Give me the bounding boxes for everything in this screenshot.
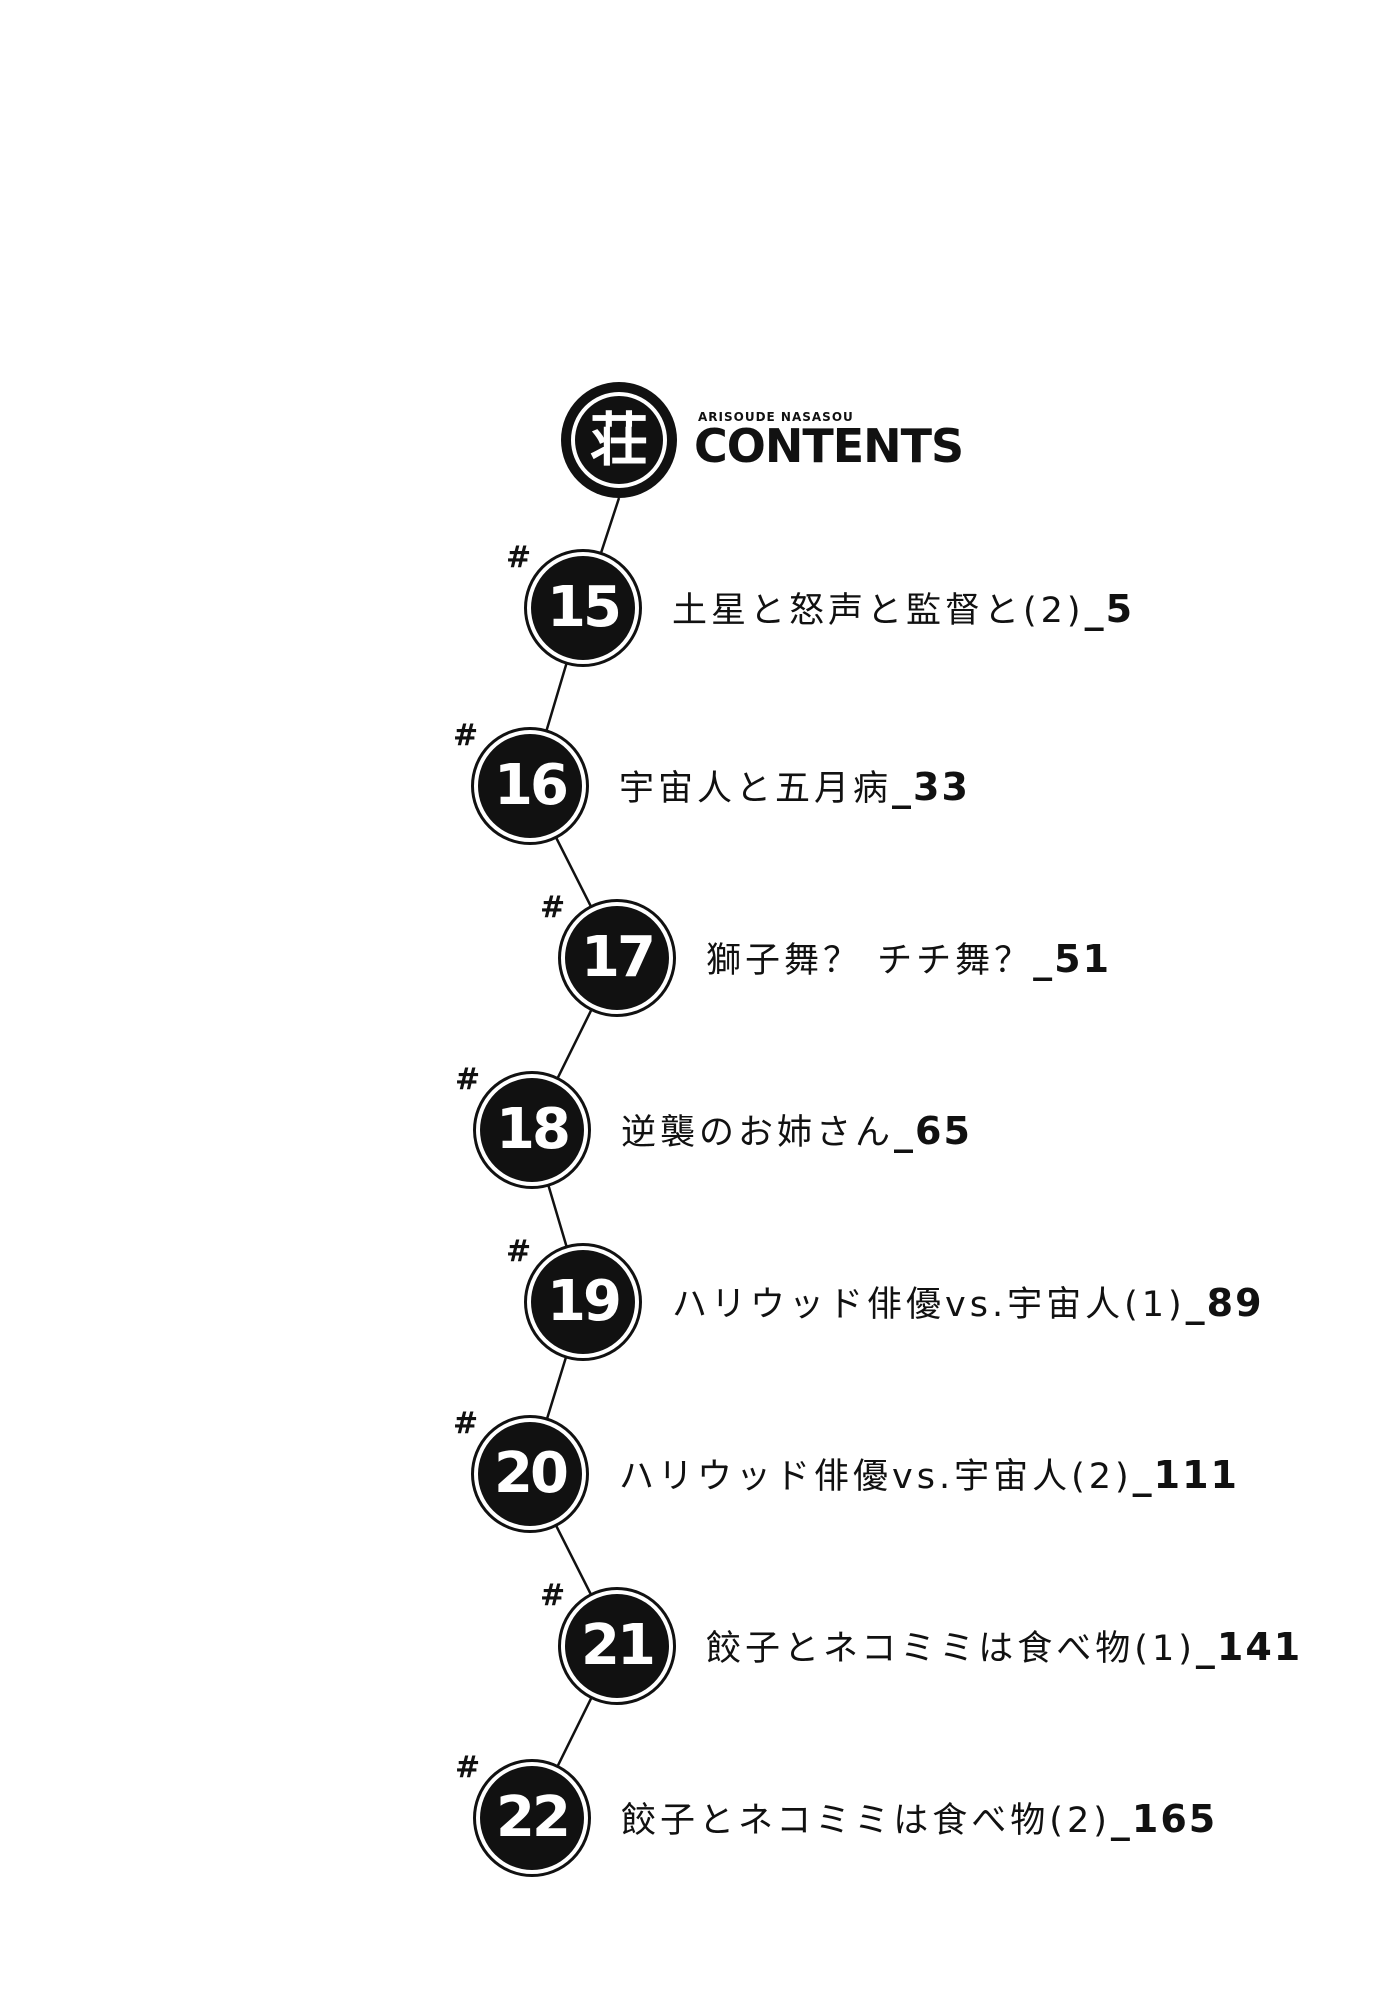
chapter-number: 19 — [531, 1250, 635, 1354]
chapter-number: 17 — [565, 906, 669, 1010]
chapter-title: 餃子とネコミミは食べ物(1) — [706, 1629, 1196, 1669]
chapter-title: ハリウッド俳優vs.宇宙人(1) — [672, 1285, 1186, 1325]
chapter-hash: # — [506, 540, 532, 575]
chapter-title-line: 餃子とネコミミは食べ物(2)_165 — [621, 1795, 1217, 1845]
chapter-hash: # — [540, 890, 566, 925]
contents-subtitle: ARISOUDE NASASOU — [698, 410, 854, 424]
chapter-title-line: 宇宙人と五月病_33 — [619, 763, 970, 813]
chapter-title: 宇宙人と五月病 — [619, 769, 893, 809]
chapter-page: _5 — [1084, 587, 1135, 631]
contents-title: CONTENTS — [694, 419, 964, 473]
chapter-page: _165 — [1110, 1797, 1218, 1841]
chapter-page: _51 — [1033, 937, 1112, 981]
chapter-title-line: ハリウッド俳優vs.宇宙人(1)_89 — [672, 1279, 1264, 1329]
chapter-badge: 17 — [558, 899, 676, 1017]
chapter-hash: # — [455, 1062, 481, 1097]
chapter-number: 21 — [565, 1594, 669, 1698]
chapter-badge: 19 — [524, 1243, 642, 1361]
chapter-title-line: ハリウッド俳優vs.宇宙人(2)_111 — [619, 1451, 1239, 1501]
chapter-hash: # — [453, 718, 479, 753]
chapter-hash: # — [540, 1578, 566, 1613]
chapter-title: ハリウッド俳優vs.宇宙人(2) — [619, 1457, 1133, 1497]
chapter-page: _141 — [1195, 1625, 1303, 1669]
chapter-title: 餃子とネコミミは食べ物(2) — [621, 1801, 1111, 1841]
chapter-hash: # — [453, 1406, 479, 1441]
chapter-badge: 18 — [473, 1071, 591, 1189]
chapter-hash: # — [506, 1234, 532, 1269]
chapter-badge: 16 — [471, 727, 589, 845]
chapter-page: _89 — [1185, 1281, 1264, 1325]
chapter-page: _111 — [1132, 1453, 1239, 1497]
chapter-title: 土星と怒声と監督と(2) — [672, 591, 1085, 631]
chapter-page: _33 — [892, 765, 970, 809]
contents-logo: 荘 — [561, 382, 677, 498]
chapter-title: 獅子舞？ チチ舞？ — [706, 941, 1034, 981]
chapter-badge: 22 — [473, 1759, 591, 1877]
chapter-title-line: 土星と怒声と監督と(2)_5 — [672, 585, 1134, 635]
chapter-number: 15 — [531, 556, 635, 660]
chapter-number: 20 — [478, 1422, 582, 1526]
chapter-title-line: 獅子舞？ チチ舞？_51 — [706, 935, 1111, 985]
chapter-badge: 20 — [471, 1415, 589, 1533]
chapter-title-line: 逆襲のお姉さん_65 — [621, 1107, 972, 1157]
chapter-title: 逆襲のお姉さん — [621, 1113, 895, 1153]
chapter-badge: 15 — [524, 549, 642, 667]
chapter-number: 18 — [480, 1078, 584, 1182]
chapter-hash: # — [455, 1750, 481, 1785]
logo-glyph: 荘 — [571, 392, 667, 488]
chapter-page: _65 — [894, 1109, 972, 1153]
chapter-title-line: 餃子とネコミミは食べ物(1)_141 — [706, 1623, 1302, 1673]
chapter-badge: 21 — [558, 1587, 676, 1705]
chapter-number: 16 — [478, 734, 582, 838]
chapter-number: 22 — [480, 1766, 584, 1870]
